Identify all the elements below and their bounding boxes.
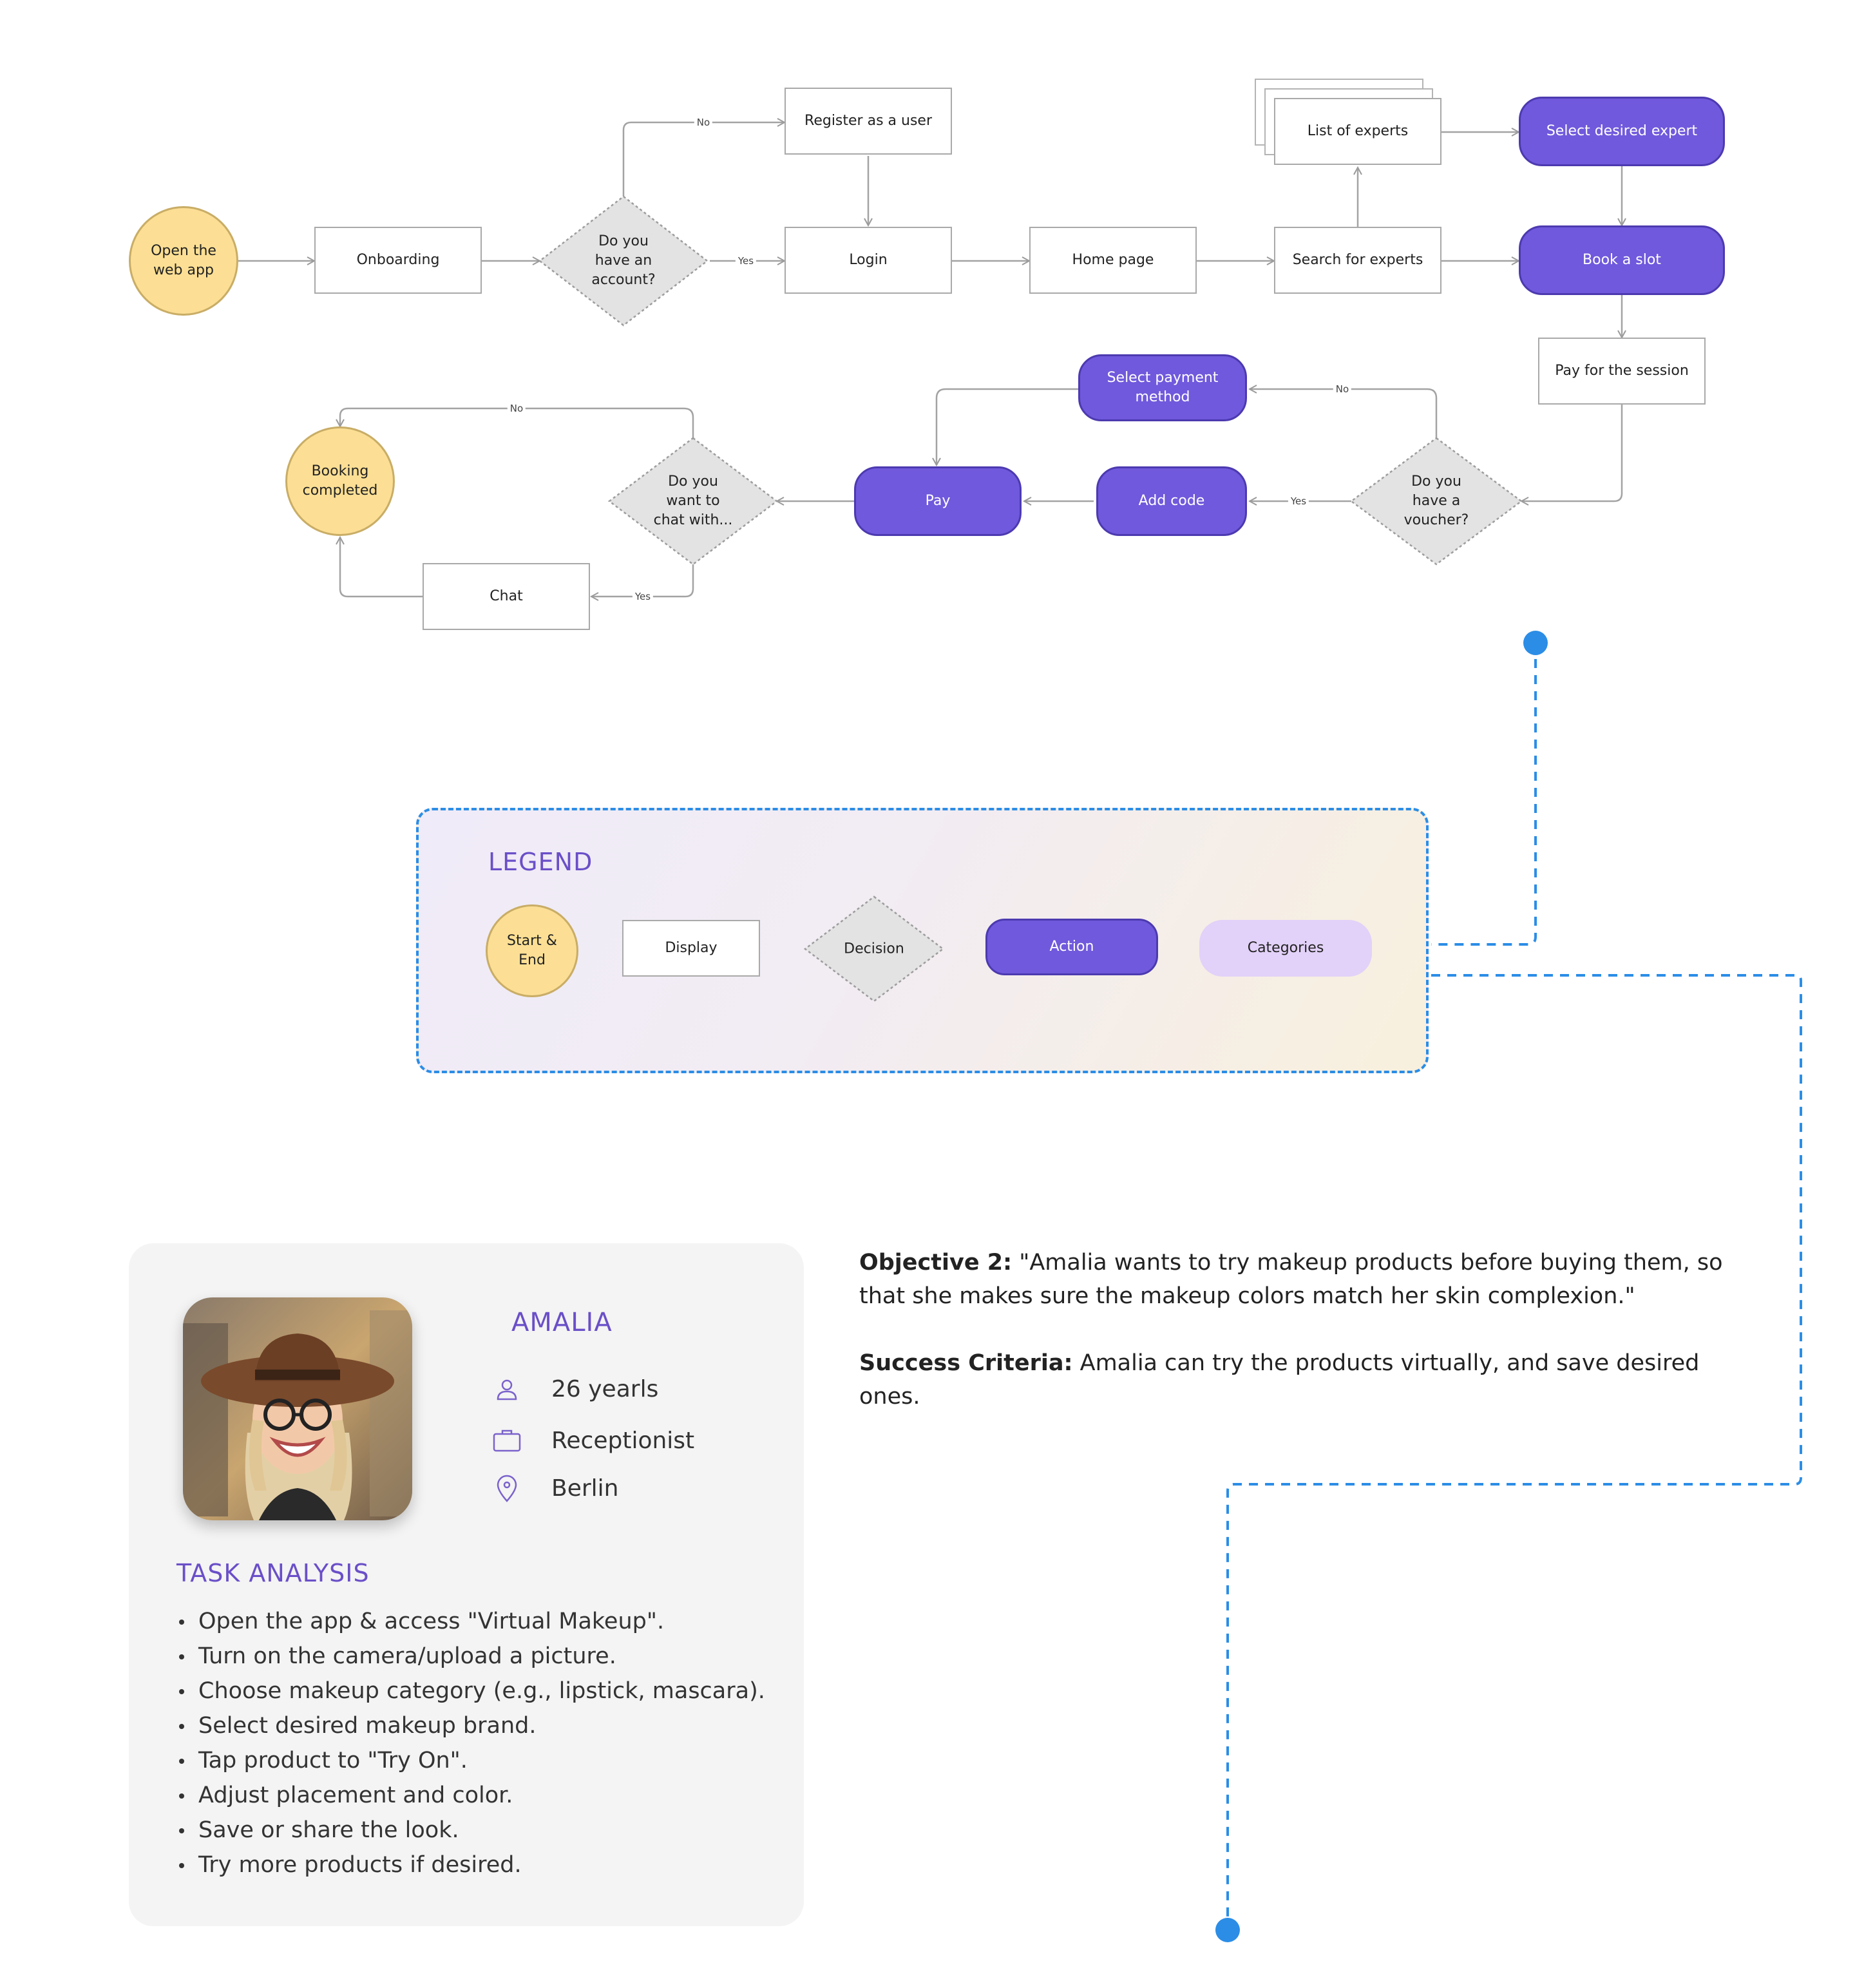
- task-item: Tap product to "Try On".: [176, 1743, 765, 1778]
- decision-have-account-shape: [538, 195, 709, 327]
- objective-text: Objective 2: "Amalia wants to try makeup…: [859, 1246, 1761, 1313]
- edge-label-yes-chat: Yes: [632, 591, 654, 602]
- task-item: Try more products if desired.: [176, 1848, 765, 1882]
- edge-label-no-register: No: [694, 117, 713, 128]
- select-payment-method-action[interactable]: Select payment method: [1078, 354, 1247, 421]
- persona-age: 26 yearls: [551, 1375, 659, 1402]
- decision-shapes: [538, 195, 1523, 566]
- book-slot-action[interactable]: Book a slot: [1519, 225, 1725, 295]
- dashed-connectors: [1226, 643, 1802, 1929]
- legend-panel: LEGEND Start & End Display Decision Acti…: [416, 808, 1429, 1073]
- decision-voucher-shape: [1349, 437, 1523, 566]
- task-item: Open the app & access "Virtual Makeup".: [176, 1604, 765, 1639]
- decision-chat-shape: [607, 437, 779, 566]
- success-label: Success Criteria:: [859, 1350, 1073, 1376]
- success-criteria-text: Success Criteria: Amalia can try the pro…: [859, 1346, 1761, 1413]
- end-booking-completed[interactable]: Booking completed: [285, 426, 395, 536]
- chat-box[interactable]: Chat: [423, 563, 590, 630]
- connector-dot-top: [1523, 631, 1548, 655]
- legend-categories: Categories: [1199, 920, 1372, 977]
- decision-voucher[interactable]: Do you have a voucher?: [1403, 473, 1469, 528]
- onboarding-box[interactable]: Onboarding: [314, 227, 482, 294]
- edge-label-yes-login: Yes: [735, 255, 757, 267]
- task-item: Turn on the camera/upload a picture.: [176, 1639, 765, 1674]
- decision-have-account[interactable]: Do you have an account?: [591, 233, 656, 288]
- start-open-web-app[interactable]: Open the web app: [129, 206, 238, 316]
- persona-job: Receptionist: [551, 1427, 695, 1454]
- location-pin-icon: [491, 1472, 523, 1504]
- connector-dot-bottom: [1215, 1918, 1240, 1942]
- persona-age-row: 26 yearls: [491, 1370, 658, 1408]
- success-body: Amalia can try the products virtually, a…: [859, 1350, 1700, 1410]
- decision-want-chat[interactable]: Do you want to chat with...: [653, 473, 733, 528]
- task-list: Open the app & access "Virtual Makeup". …: [176, 1604, 765, 1882]
- legend-title: LEGEND: [488, 848, 593, 876]
- objective-body: "Amalia wants to try makeup products bef…: [859, 1250, 1723, 1309]
- persona-avatar: [183, 1297, 412, 1520]
- search-experts-box[interactable]: Search for experts: [1274, 227, 1441, 294]
- home-page-box[interactable]: Home page: [1029, 227, 1197, 294]
- persona-job-row: Receptionist: [491, 1421, 694, 1460]
- task-item: Adjust placement and color.: [176, 1778, 765, 1813]
- legend-action: Action: [985, 919, 1158, 975]
- edge-label-yes-code: Yes: [1288, 495, 1309, 507]
- add-code-action[interactable]: Add code: [1096, 466, 1247, 536]
- person-icon: [491, 1373, 523, 1405]
- select-desired-expert-action[interactable]: Select desired expert: [1519, 97, 1725, 166]
- pay-session-box[interactable]: Pay for the session: [1538, 338, 1706, 405]
- legend-decision: Decision: [844, 941, 904, 957]
- objective-label: Objective 2:: [859, 1250, 1013, 1276]
- login-box[interactable]: Login: [785, 227, 952, 294]
- persona-card: AMALIA 26 yearls Receptionist Berlin TAS…: [129, 1243, 804, 1926]
- register-box[interactable]: Register as a user: [785, 88, 952, 155]
- task-item: Choose makeup category (e.g., lipstick, …: [176, 1674, 765, 1708]
- task-item: Select desired makeup brand.: [176, 1708, 765, 1743]
- legend-start-end: Start & End: [486, 904, 578, 997]
- edge-label-no-payment: No: [1333, 383, 1352, 395]
- pay-action[interactable]: Pay: [854, 466, 1022, 536]
- briefcase-icon: [491, 1424, 523, 1457]
- legend-decision-shape: [803, 895, 945, 1002]
- list-experts-box[interactable]: List of experts: [1274, 98, 1441, 165]
- persona-city-row: Berlin: [491, 1469, 618, 1507]
- legend-display: Display: [622, 920, 760, 977]
- edge-label-no-complete: No: [507, 403, 526, 414]
- task-item: Save or share the look.: [176, 1813, 765, 1848]
- persona-name: AMALIA: [511, 1308, 613, 1337]
- task-analysis-title: TASK ANALYSIS: [176, 1559, 370, 1587]
- persona-city: Berlin: [551, 1475, 619, 1502]
